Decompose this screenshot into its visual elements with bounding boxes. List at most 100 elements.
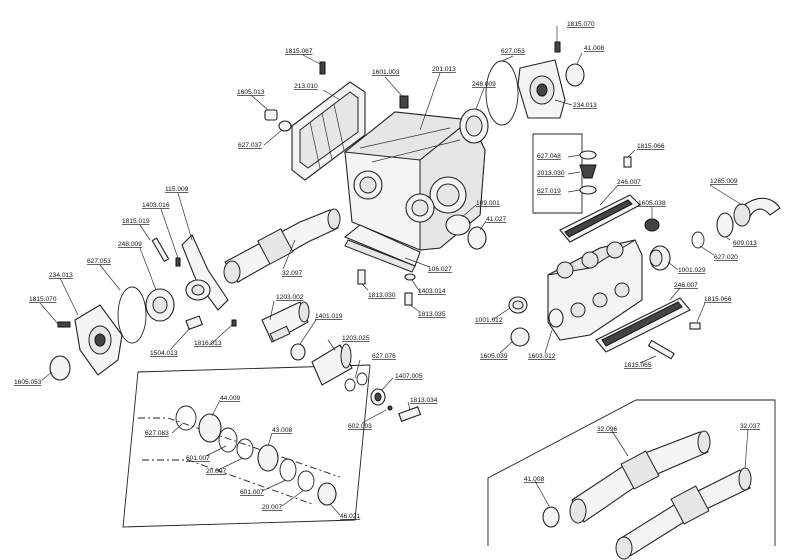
screw-1815-070-top: [554, 41, 561, 53]
valve-kit-frame: [532, 133, 583, 214]
label-1815-065: 1815.065: [624, 362, 652, 369]
label-1605-013: 1605.013: [237, 89, 265, 96]
plug-1605-013: [264, 109, 278, 121]
label-627-019: 627.019: [537, 188, 561, 195]
screw-1815-070-left: [57, 321, 71, 328]
crankshaft-32-037: [615, 467, 752, 560]
screw-1815-065: [647, 339, 675, 360]
crankshaft-options-frame: [487, 399, 776, 546]
label-248-009-left: 248.009: [118, 241, 142, 248]
label-627-076: 627.076: [372, 353, 396, 360]
washer-1403-014: [404, 273, 416, 281]
label-234-013-left: 234.013: [49, 272, 73, 279]
screw-1815-066-top: [623, 156, 632, 168]
label-1001-029: 1001.029: [678, 267, 706, 274]
leader-lines: [39, 26, 749, 516]
label-1605-053: 1605.053: [14, 379, 42, 386]
bracket-106-027: [343, 224, 421, 273]
washer-609-013: [716, 212, 734, 238]
washer-1401-019: [290, 343, 306, 361]
label-1001-012: 1001.012: [475, 317, 503, 324]
label-32-037: 32.037: [740, 423, 761, 430]
fitting-1001-029: [649, 245, 671, 271]
label-627-083: 627.083: [145, 430, 169, 437]
label-234-013-top: 234.013: [573, 102, 597, 109]
label-46-021: 46.021: [340, 513, 361, 520]
oring-627-037: [278, 120, 292, 132]
label-1403-016: 1403.016: [142, 202, 170, 209]
ring-41-008-top: [565, 63, 585, 87]
label-1815-070-top: 1815.070: [567, 21, 595, 28]
screw-1813-035: [404, 292, 413, 306]
pin-1504-013: [185, 315, 203, 330]
fitting-1001-012: [508, 296, 528, 314]
label-115-009: 115.009: [165, 186, 189, 193]
label-44-009: 44.009: [220, 395, 241, 402]
plate-246-007-top: [559, 194, 641, 243]
oring-627-076: [344, 378, 356, 392]
label-1815-070-left: 1815.070: [29, 296, 57, 303]
seal-109-001: [445, 214, 471, 236]
bearing-cover-234-013-left: [74, 304, 123, 376]
label-41-027: 41.027: [486, 216, 507, 223]
label-32-096: 32.096: [597, 426, 618, 433]
label-1815-066-mid: 1815.066: [704, 296, 732, 303]
label-609-013: 609.013: [733, 240, 757, 247]
label-601-007-a: 601.007: [186, 455, 210, 462]
label-1601-003: 1601.003: [372, 69, 400, 76]
elbow-1265-009: [733, 197, 781, 227]
ring-601-007-b: [279, 458, 297, 482]
label-1603-012: 1603.012: [528, 353, 556, 360]
crankshaft-32-096: [569, 430, 711, 524]
crankcase-cover-213-010: [291, 81, 366, 181]
plug-1605-039: [510, 327, 530, 347]
label-32-097: 32.097: [282, 270, 303, 277]
plunger-guide-1203-002: [261, 301, 310, 343]
seal-kit-dashed-path: [138, 417, 341, 505]
label-1605-039: 1605.039: [480, 353, 508, 360]
label-601-007-b: 601.007: [240, 489, 264, 496]
ring-41-008-bottom: [542, 506, 560, 528]
label-213-010: 213.010: [294, 83, 318, 90]
pin-1403-016: [175, 257, 181, 267]
label-2013-030: 2013.030: [537, 170, 565, 177]
ring-20-007-a: [236, 438, 254, 460]
label-1605-038: 1605.038: [638, 200, 666, 207]
ring-627-083: [175, 405, 197, 431]
oring-627-048: [579, 150, 597, 160]
plug-1605-038: [644, 218, 660, 232]
label-248-009-top: 248.009: [472, 81, 496, 88]
label-106-027: 106.027: [428, 266, 452, 273]
plug-1605-053: [49, 355, 71, 381]
pin-1816-013: [231, 319, 237, 327]
oring-627-053-left: [117, 286, 147, 344]
ring-20-007-b: [297, 470, 315, 492]
label-1407-005: 1407.005: [395, 373, 423, 380]
valve-2013-030: [579, 164, 597, 179]
label-1203-025: 1203.025: [342, 335, 370, 342]
label-1403-014: 1403.014: [418, 288, 446, 295]
label-109-001: 109.001: [476, 200, 500, 207]
label-627-037: 627.037: [238, 142, 262, 149]
label-627-048: 627.048: [537, 153, 561, 160]
screw-1813-034: [398, 406, 422, 422]
label-20-007-a: 20.007: [206, 468, 227, 475]
oring-627-020: [691, 231, 705, 249]
ring-601-007-a: [218, 427, 238, 453]
label-201-013: 201.013: [432, 66, 456, 73]
oring-627-053-top: [485, 60, 519, 126]
screw-1815-067: [319, 61, 326, 75]
manifold-1603-012: [547, 239, 643, 341]
nut-1407-005: [370, 388, 386, 406]
screw-1813-030: [357, 269, 366, 285]
washer-602-003: [387, 405, 393, 411]
crankcase-201-013: [343, 95, 486, 251]
label-246-007-top: 246.007: [617, 179, 641, 186]
label-41-008-top: 41.008: [584, 45, 605, 52]
label-1401-019: 1401.019: [315, 313, 343, 320]
part-number-labels: 1815.070 41.008 1815.067 627.053 1601.00…: [14, 21, 761, 520]
label-1813-035: 1813.035: [418, 311, 446, 318]
bearing-cover-234-013-top: [517, 59, 566, 119]
label-1813-030: 1813.030: [368, 292, 396, 299]
